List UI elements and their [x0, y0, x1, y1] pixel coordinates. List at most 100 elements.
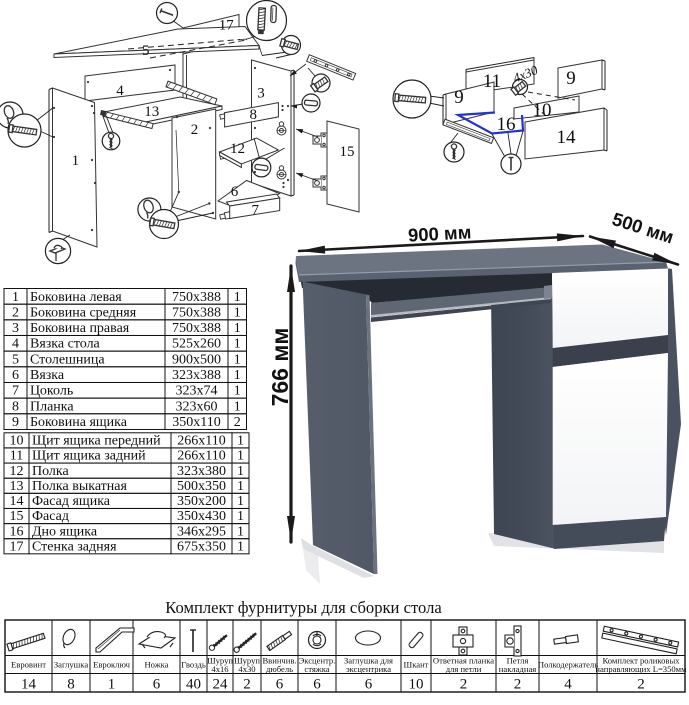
svg-text:10: 10	[409, 677, 424, 693]
svg-text:266x110: 266x110	[177, 434, 225, 449]
svg-text:Цоколь: Цоколь	[30, 384, 73, 399]
svg-text:6: 6	[276, 677, 284, 693]
svg-text:Боковина левая: Боковина левая	[30, 290, 122, 305]
svg-text:323x74: 323x74	[176, 384, 218, 399]
svg-text:11: 11	[10, 449, 23, 464]
svg-text:323x388: 323x388	[172, 368, 221, 383]
svg-text:766 мм: 766 мм	[267, 328, 293, 407]
svg-text:15: 15	[340, 144, 355, 160]
svg-text:1: 1	[234, 321, 241, 336]
svg-text:Ножка: Ножка	[144, 660, 168, 670]
svg-text:16: 16	[497, 114, 516, 135]
svg-text:1: 1	[237, 464, 244, 479]
svg-text:4: 4	[12, 337, 19, 352]
svg-text:12: 12	[10, 464, 24, 479]
svg-text:323x60: 323x60	[176, 399, 218, 414]
svg-text:Полка выкатная: Полка выкатная	[32, 479, 127, 494]
svg-text:накладная: накладная	[499, 664, 536, 674]
svg-text:2: 2	[243, 677, 251, 693]
svg-text:7: 7	[251, 203, 259, 219]
svg-text:40: 40	[186, 677, 201, 693]
svg-text:1: 1	[237, 434, 244, 449]
svg-text:6: 6	[12, 368, 19, 383]
svg-text:525x260: 525x260	[172, 337, 221, 352]
svg-text:13: 13	[144, 104, 159, 120]
svg-text:направляющих L=350мм: направляющих L=350мм	[595, 664, 687, 674]
svg-text:6: 6	[313, 677, 321, 693]
svg-text:Боковина ящика: Боковина ящика	[30, 415, 128, 430]
svg-text:4x16: 4x16	[211, 664, 229, 674]
svg-text:1: 1	[237, 539, 244, 554]
svg-text:стяжка: стяжка	[304, 664, 329, 674]
svg-text:6: 6	[231, 184, 239, 200]
svg-text:для петли: для петли	[446, 664, 482, 674]
svg-text:17: 17	[10, 539, 24, 554]
svg-text:3: 3	[257, 86, 265, 102]
svg-text:1: 1	[237, 449, 244, 464]
svg-text:350x200: 350x200	[177, 494, 226, 509]
svg-text:675x350: 675x350	[177, 539, 226, 554]
svg-text:750x388: 750x388	[172, 305, 221, 320]
svg-text:эксцентрика: эксцентрика	[346, 664, 391, 674]
svg-text:323x380: 323x380	[177, 464, 226, 479]
svg-text:500x350: 500x350	[177, 479, 226, 494]
svg-text:14: 14	[10, 494, 24, 509]
svg-text:1: 1	[234, 368, 241, 383]
svg-text:дюбель: дюбель	[266, 664, 293, 674]
svg-text:1: 1	[12, 290, 19, 305]
svg-text:4x30: 4x30	[238, 664, 255, 674]
svg-text:11: 11	[483, 71, 501, 92]
svg-text:9: 9	[12, 415, 19, 430]
svg-text:900x500: 900x500	[172, 352, 221, 367]
svg-text:8: 8	[67, 677, 75, 693]
svg-text:12: 12	[230, 141, 245, 157]
svg-text:Столешница: Столешница	[30, 352, 105, 367]
svg-text:Боковина средняя: Боковина средняя	[30, 305, 137, 320]
svg-text:Вязка стола: Вязка стола	[30, 337, 101, 352]
svg-text:Гвоздь: Гвоздь	[181, 660, 206, 670]
svg-text:24: 24	[213, 677, 229, 693]
svg-text:Дно ящика: Дно ящика	[32, 524, 98, 539]
svg-text:Полка: Полка	[32, 464, 70, 479]
svg-text:1: 1	[237, 524, 244, 539]
svg-text:2: 2	[460, 677, 468, 693]
svg-text:Планка: Планка	[30, 399, 74, 414]
svg-text:2: 2	[514, 677, 522, 693]
svg-text:350x110: 350x110	[172, 415, 220, 430]
svg-text:1: 1	[237, 509, 244, 524]
svg-text:Шкант: Шкант	[404, 660, 429, 670]
svg-text:3: 3	[12, 321, 19, 336]
svg-text:1: 1	[237, 479, 244, 494]
svg-text:9: 9	[566, 68, 576, 89]
svg-text:750x388: 750x388	[172, 290, 221, 305]
svg-text:2: 2	[12, 305, 19, 320]
svg-text:266x110: 266x110	[177, 449, 225, 464]
svg-text:14: 14	[21, 677, 37, 693]
svg-text:10: 10	[533, 100, 552, 121]
svg-text:Фасад ящика: Фасад ящика	[32, 494, 111, 509]
svg-text:7: 7	[12, 384, 19, 399]
svg-text:2: 2	[637, 677, 645, 693]
svg-text:15: 15	[10, 509, 24, 524]
svg-text:1: 1	[237, 494, 244, 509]
svg-text:Евроключ: Евроключ	[93, 660, 130, 670]
svg-text:5: 5	[12, 352, 19, 367]
svg-text:1: 1	[234, 399, 241, 414]
svg-text:1: 1	[234, 352, 241, 367]
svg-text:10: 10	[10, 434, 24, 449]
svg-text:Фасад: Фасад	[32, 509, 69, 524]
svg-text:16: 16	[10, 524, 24, 539]
svg-text:9: 9	[454, 87, 464, 108]
svg-text:8: 8	[12, 399, 19, 414]
svg-text:750x388: 750x388	[172, 321, 221, 336]
svg-text:2: 2	[191, 122, 199, 138]
svg-text:13: 13	[10, 479, 24, 494]
svg-text:8: 8	[249, 107, 257, 123]
svg-text:Заглушка: Заглушка	[54, 660, 88, 670]
svg-text:Щит ящика передний: Щит ящика передний	[32, 434, 161, 449]
svg-text:Щит ящика задний: Щит ящика задний	[32, 449, 146, 464]
svg-text:4: 4	[564, 677, 572, 693]
svg-text:350x430: 350x430	[177, 509, 226, 524]
svg-text:900 мм: 900 мм	[407, 221, 471, 245]
svg-text:2: 2	[234, 415, 241, 430]
